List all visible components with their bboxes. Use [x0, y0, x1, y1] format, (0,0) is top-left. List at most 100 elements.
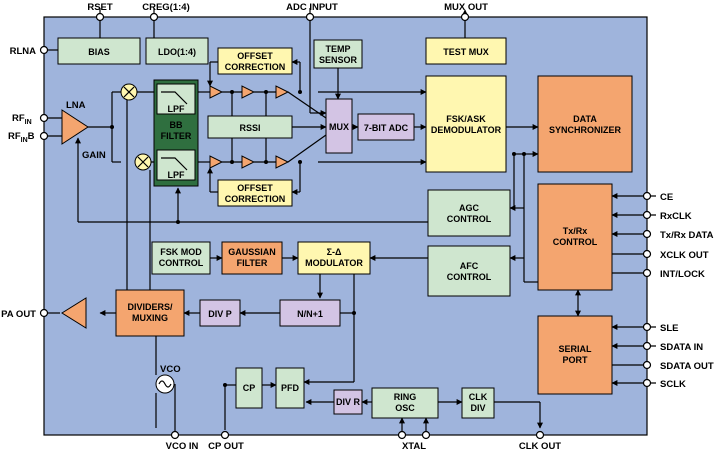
div-p-block — [199, 299, 241, 327]
temp-line2: SENSOR — [319, 55, 358, 65]
nn1-label: N/N+1 — [297, 309, 323, 319]
adc-label: 7-BIT ADC — [364, 123, 409, 133]
bb-line1: BB — [170, 120, 183, 130]
pin-txrx-data: Tx/Rx DATA — [660, 230, 714, 241]
amp-q-1 — [209, 155, 224, 169]
clkdiv-line1: CLK — [469, 392, 488, 402]
test-mux-label: TEST MUX — [443, 47, 489, 57]
pin-sclk: SCLK — [660, 379, 686, 390]
txrx-control-block — [537, 183, 613, 291]
amp-i-2 — [241, 85, 256, 99]
div-r-block — [333, 389, 363, 415]
cp-label: CP — [243, 383, 256, 393]
vco-label: VCO — [160, 364, 181, 375]
temp-sensor-block — [313, 39, 363, 69]
pin-xclk-out: XCLK OUT — [660, 250, 709, 261]
ring-line2: OSC — [395, 403, 415, 413]
pin-ce: CE — [660, 192, 673, 203]
sync-line2: SYNCHRONIZER — [549, 125, 622, 135]
txrx-line2: CONTROL — [553, 237, 598, 247]
lpf-top-label: LPF — [168, 104, 186, 114]
pin-sle: SLE — [660, 323, 678, 334]
pin-clk-out: CLK OUT — [519, 441, 561, 452]
pin-rlna: RLNA — [10, 46, 37, 57]
amp-i-1 — [209, 85, 224, 99]
pa-amplifier — [61, 297, 87, 329]
divmux-line1: DIVIDERS/ — [127, 302, 173, 312]
pin-mux-out: MUX OUT — [444, 2, 488, 13]
fskmod-line1: FSK MOD — [160, 247, 202, 257]
serial-port-block — [537, 315, 613, 395]
pfd-label: PFD — [281, 383, 300, 393]
divmux-line2: MUXING — [132, 313, 168, 323]
rssi-label: RSSI — [239, 123, 260, 133]
pin-rf-in: RFIN — [12, 113, 32, 126]
gauss-line2: FILTER — [237, 258, 268, 268]
demod-line2: DEMODULATOR — [431, 125, 502, 135]
agc-line1: AGC — [459, 203, 480, 213]
clk-div-block — [461, 387, 495, 419]
pin-sdata-out: SDATA OUT — [660, 361, 714, 372]
pin-sdata-in: SDATA IN — [660, 342, 703, 353]
divr-label: DIV R — [336, 397, 361, 407]
bias-block — [57, 37, 141, 65]
pin-pa-out: PA OUT — [1, 309, 36, 320]
afc-line2: CONTROL — [447, 272, 492, 282]
offset-correction-top — [217, 47, 293, 75]
mux-block — [325, 98, 353, 154]
pin-creg: CREG(1:4) — [142, 2, 190, 13]
pin-int-lock: INT/LOCK — [660, 269, 705, 280]
bb-line2: FILTER — [161, 131, 192, 141]
ldo-label: LDO(1:4) — [158, 47, 196, 57]
fsk-mod-control-block — [151, 241, 211, 275]
sync-line1: DATA — [573, 114, 597, 124]
mixer-q-icon — [134, 153, 152, 171]
bias-label: BIAS — [88, 47, 110, 57]
divp-label: DIV P — [208, 309, 232, 319]
demodulator-block — [425, 75, 507, 173]
offset-bot-line2: CORRECTION — [225, 194, 286, 204]
lna-label: LNA — [66, 100, 86, 111]
pin-circles — [39, 12, 652, 440]
junction-dots — [110, 90, 526, 387]
mux-label: MUX — [329, 122, 349, 132]
ring-osc-block — [371, 387, 439, 419]
lna-amplifier — [61, 109, 89, 145]
dividers-muxing-block — [115, 289, 185, 337]
afc-line1: AFC — [460, 261, 479, 271]
adc-block — [357, 113, 415, 141]
afc-control-block — [427, 245, 511, 297]
gauss-line1: GAUSSIAN — [228, 247, 276, 257]
txrx-line1: Tx/Rx — [563, 226, 588, 236]
fskmod-line2: CONTROL — [159, 258, 204, 268]
agc-line2: CONTROL — [447, 214, 492, 224]
offset-bot-line1: OFFSET — [237, 183, 273, 193]
demod-line1: FSK/ASK — [446, 114, 486, 124]
amp-i-3 — [275, 85, 290, 99]
lpf-bottom-label: LPF — [168, 170, 186, 180]
sd-line1: Σ-Δ — [327, 247, 342, 257]
rssi-block — [207, 115, 293, 139]
clkdiv-line2: DIV — [470, 403, 485, 413]
test-mux-block — [425, 37, 507, 65]
gain-label: GAIN — [82, 150, 106, 161]
pin-rf-inb: RFINB — [8, 131, 35, 144]
amp-q-3 — [275, 155, 290, 169]
cp-block — [235, 367, 263, 409]
pin-adc-input: ADC INPUT — [286, 2, 338, 13]
ldo-block — [145, 37, 209, 65]
data-synchronizer-block — [537, 75, 633, 173]
vco-icon — [155, 374, 175, 394]
agc-control-block — [427, 189, 511, 237]
n-n1-block — [279, 299, 341, 327]
pin-rxclk: RxCLK — [660, 211, 692, 222]
pin-xtal: XTAL — [402, 441, 426, 452]
serial-line1: SERIAL — [558, 344, 592, 354]
gaussian-filter-block — [221, 241, 283, 275]
ring-line1: RING — [394, 392, 417, 402]
offset-top-line2: CORRECTION — [225, 62, 286, 72]
pfd-block — [275, 367, 305, 409]
pin-vco-in: VCO IN — [166, 441, 199, 452]
offset-correction-bottom — [217, 179, 293, 207]
